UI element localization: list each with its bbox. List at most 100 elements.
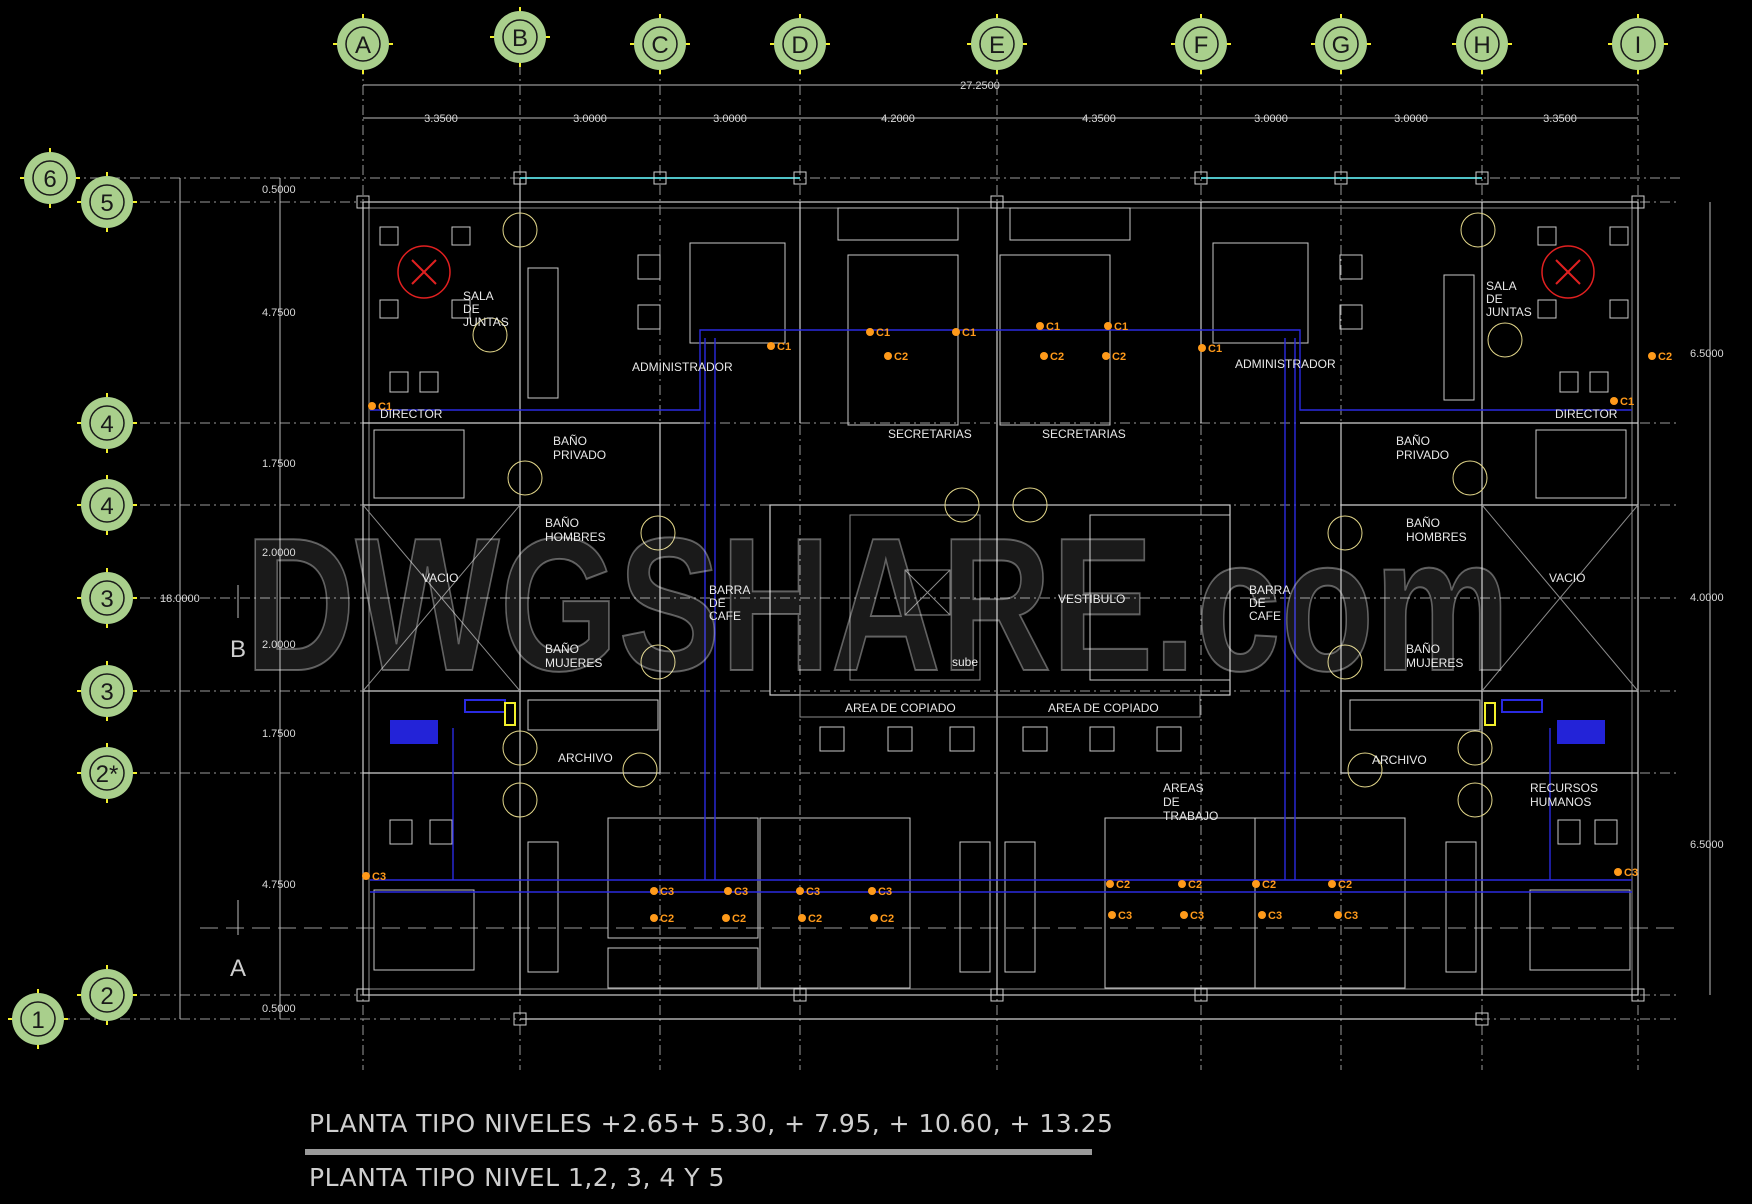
circuit-outlet-0 xyxy=(866,328,874,336)
grid-bubble-col-d: D xyxy=(770,14,830,74)
room-bano-privado-right-l2: PRIVADO xyxy=(1396,448,1449,462)
grid-bubble-row-5: 3 xyxy=(77,661,137,721)
circuit-outlet-10 xyxy=(1102,352,1110,360)
column-spacing-1: 3.0000 xyxy=(573,113,607,125)
circuit-outlet-3 xyxy=(1104,322,1112,330)
row-spacing-7: 0.5000 xyxy=(262,1003,296,1015)
room-director-right: DIRECTOR xyxy=(1555,407,1618,421)
equipment-right xyxy=(1557,720,1605,744)
meeting-table-right xyxy=(1541,245,1595,299)
column-spacing-4: 4.3500 xyxy=(1082,113,1116,125)
circuit-label-10: C2 xyxy=(1112,351,1126,363)
grid-bubble-col-h: H xyxy=(1452,14,1512,74)
room-recursos-humanos-l1: RECURSOS xyxy=(1530,781,1598,795)
circuit-label-27: C3 xyxy=(1190,910,1204,922)
grid-bubble-col-i: I xyxy=(1608,14,1668,74)
grid-bubble-col-d-label: D xyxy=(791,32,808,59)
dimension-lines xyxy=(179,84,1711,1019)
column-spacing-6: 3.0000 xyxy=(1394,113,1428,125)
grid-bubble-col-a-label: A xyxy=(355,32,371,59)
room-barra-cafe-right-l1: BARRA xyxy=(1249,583,1290,597)
room-sala-juntas-left-l1: SALA xyxy=(463,289,494,303)
circuit-outlet-21 xyxy=(1328,880,1336,888)
grid-bubble-row-6: 2* xyxy=(77,743,137,803)
room-vestibulo: VESTIBULO xyxy=(1058,592,1125,606)
grid-bubble-col-g-label: G xyxy=(1332,32,1351,59)
circuit-label-5: C1 xyxy=(1208,343,1222,355)
column-spacing-7: 3.3500 xyxy=(1543,113,1577,125)
circuit-label-29: C3 xyxy=(1344,910,1358,922)
grid-bubble-col-c-label: C xyxy=(651,32,668,59)
grid-bubble-col-g: G xyxy=(1311,14,1371,74)
circuit-label-1: C1 xyxy=(962,327,976,339)
room-bano-privado-left-l2: PRIVADO xyxy=(553,448,606,462)
row-dimension-texts: 0.50004.75001.75002.00002.00001.75004.75… xyxy=(262,184,296,1015)
room-bano-mujeres-left-l2: MUJERES xyxy=(545,656,602,670)
room-bano-hombres-right-l2: HOMBRES xyxy=(1406,530,1467,544)
grid-bubble-row-6-label: 2* xyxy=(96,761,119,788)
grid-bubble-row-3-label: 4 xyxy=(100,493,113,520)
row-spacing-2: 1.7500 xyxy=(262,458,296,470)
room-barra-cafe-left-l3: CAFE xyxy=(709,609,741,623)
circuit-outlet-1 xyxy=(952,328,960,336)
room-areas-trabajo-l2: DE xyxy=(1163,795,1180,809)
room-area-copiado-right: AREA DE COPIADO xyxy=(1048,701,1159,715)
room-bano-hombres-left-l2: HOMBRES xyxy=(545,530,606,544)
section-mark-b: B xyxy=(230,636,246,663)
circuit-outlet-23 xyxy=(722,914,730,922)
room-secretarias-left: SECRETARIAS xyxy=(888,427,972,441)
circuit-label-7: C1 xyxy=(1620,396,1634,408)
circuit-label-26: C3 xyxy=(1118,910,1132,922)
grid-bubble-col-f: F xyxy=(1171,14,1231,74)
room-barra-cafe-left-l2: DE xyxy=(709,596,726,610)
circuit-outlet-28 xyxy=(1258,911,1266,919)
grid-bubble-row-3: 4 xyxy=(77,475,137,535)
column-spacing-2: 3.0000 xyxy=(713,113,747,125)
circuit-outlet-13 xyxy=(1614,868,1622,876)
plan-title-line1: PLANTA TIPO NIVELES +2.65+ 5.30, + 7.95,… xyxy=(309,1109,1114,1138)
circuit-label-15: C3 xyxy=(734,886,748,898)
room-bano-mujeres-right-l1: BAÑO xyxy=(1406,642,1440,656)
circuit-label-17: C3 xyxy=(878,886,892,898)
circuit-outlet-2 xyxy=(1036,322,1044,330)
room-director-left: DIRECTOR xyxy=(380,407,443,421)
circuit-label-21: C2 xyxy=(1338,879,1352,891)
room-vacio-left: VACIO xyxy=(422,571,458,585)
circuit-label-28: C3 xyxy=(1268,910,1282,922)
column-spacing-3: 4.2000 xyxy=(881,113,915,125)
grid-bubble-row-8-label: 1 xyxy=(31,1007,44,1034)
circuit-outlet-24 xyxy=(798,914,806,922)
column-dimension-texts: 3.3500 3.0000 3.0000 4.2000 4.3500 3.0000 3.00… xyxy=(424,113,1577,125)
row-spacing-3: 2.0000 xyxy=(262,547,296,559)
grid-bubble-row-2-label: 4 xyxy=(100,411,113,438)
title-underline xyxy=(305,1149,1092,1155)
circuit-outlet-22 xyxy=(650,914,658,922)
grid-bubble-row-8: 1 xyxy=(8,989,68,1049)
room-bano-privado-right-l1: BAÑO xyxy=(1396,434,1430,448)
circuit-outlet-5 xyxy=(1198,344,1206,352)
grid-bubble-row-7-label: 2 xyxy=(100,983,113,1010)
grid-bubble-col-b-label: B xyxy=(512,25,528,52)
room-labels: SALA DE JUNTAS SALA DE JUNTAS ADMINISTRA… xyxy=(380,279,1618,823)
room-sala-juntas-left-l2: DE xyxy=(463,302,480,316)
grid-bubble-row-5-label: 3 xyxy=(100,679,113,706)
room-barra-cafe-right-l3: CAFE xyxy=(1249,609,1281,623)
grid-bubble-col-b: B xyxy=(490,7,550,67)
grid-bubble-row-0-label: 6 xyxy=(43,166,56,193)
circuit-outlet-27 xyxy=(1180,911,1188,919)
circuit-label-9: C2 xyxy=(1050,351,1064,363)
equipment-left xyxy=(390,720,438,744)
grid-bubble-col-e: E xyxy=(967,14,1027,74)
circuit-label-14: C3 xyxy=(660,886,674,898)
circuit-outlet-14 xyxy=(650,887,658,895)
circuit-label-19: C2 xyxy=(1188,879,1202,891)
circuit-outlet-26 xyxy=(1108,911,1116,919)
room-secretarias-right: SECRETARIAS xyxy=(1042,427,1126,441)
circuit-outlet-9 xyxy=(1040,352,1048,360)
column-spacing-5: 3.0000 xyxy=(1254,113,1288,125)
circuit-label-16: C3 xyxy=(806,886,820,898)
row-spacing-0: 0.5000 xyxy=(262,184,296,196)
room-archivo-left: ARCHIVO xyxy=(558,751,613,765)
